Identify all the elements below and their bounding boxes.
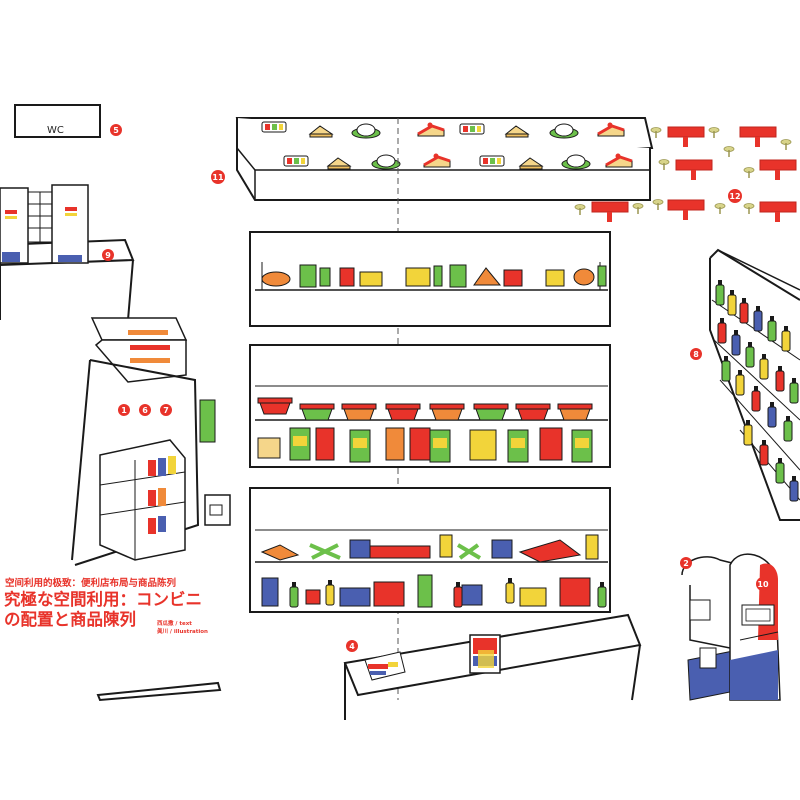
- svg-text:9: 9: [105, 251, 111, 260]
- credit-text: 西瓜撒 / text: [157, 621, 192, 627]
- marker-8: 8: [690, 348, 702, 360]
- svg-text:6: 6: [142, 406, 148, 415]
- svg-text:11: 11: [212, 173, 224, 182]
- shelf-daily-goods: [249, 487, 611, 613]
- marker-11: 11: [211, 170, 225, 184]
- shelf-noodles: [249, 344, 611, 468]
- marker-4: 4: [346, 640, 358, 652]
- marker-9: 9: [102, 249, 114, 261]
- svg-text:1: 1: [121, 406, 127, 415]
- drink-wall: [709, 248, 800, 521]
- marker-2: 2: [680, 557, 692, 569]
- svg-text:12: 12: [729, 192, 740, 201]
- marker-10: 10: [756, 577, 770, 591]
- svg-text:7: 7: [163, 406, 169, 415]
- coffee-station: [0, 184, 135, 321]
- page-title: 究極な空間利用：コンビニ の配置と商品陳列: [4, 590, 202, 630]
- hot-snack-pillar: [71, 317, 231, 566]
- title-line-2: の配置と商品陳列: [4, 610, 136, 629]
- svg-text:2: 2: [683, 559, 689, 568]
- svg-text:5: 5: [113, 126, 119, 135]
- marker-5: 5: [110, 124, 122, 136]
- marker-6: 6: [139, 404, 151, 416]
- marker-1: 1: [118, 404, 130, 416]
- marker-12: 12: [728, 189, 742, 203]
- register-counter: [343, 613, 642, 720]
- svg-text:8: 8: [693, 350, 699, 359]
- restroom: WC: [14, 104, 101, 138]
- svg-text:10: 10: [757, 580, 769, 589]
- shelf-snacks: [249, 231, 611, 327]
- title-line-1: 究極な空間利用：コンビニ: [4, 590, 202, 609]
- marker-7: 7: [160, 404, 172, 416]
- svg-text:4: 4: [349, 642, 355, 651]
- entrance-frame: [96, 681, 222, 702]
- subtitle: 空间利用的极致：便利店布局与商品陈列: [5, 578, 177, 589]
- wc-label: WC: [47, 125, 64, 136]
- chilled-food-case: [235, 117, 654, 201]
- atm-terminals: [681, 553, 781, 701]
- credit-illustration: 眞川 / illustration: [157, 629, 208, 635]
